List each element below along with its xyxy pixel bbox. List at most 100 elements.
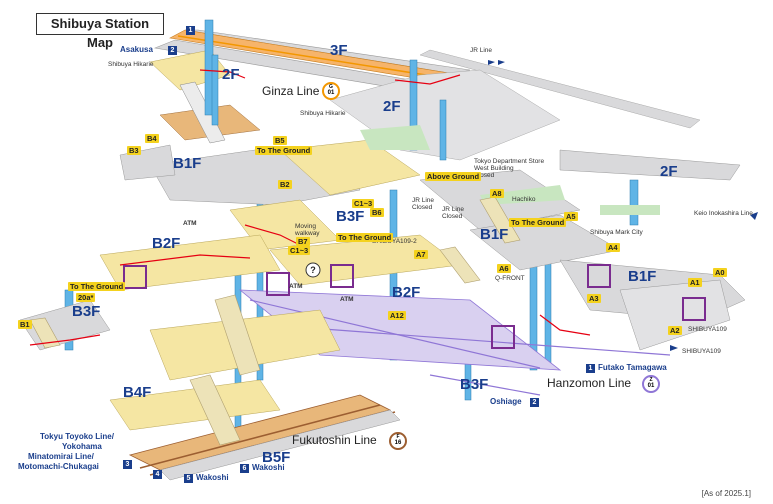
svg-text:?: ? — [310, 265, 316, 275]
hanzomon-line-label: Hanzomon Line — [547, 376, 632, 390]
place-tokyu-dept-1: Tokyo Department Store — [474, 158, 545, 165]
place-shibuya109: SHIBUYA109 — [682, 348, 721, 355]
floor-label-b3f-mid: B3F — [336, 208, 365, 225]
exit-c1-3-left: C1~3 — [288, 246, 311, 255]
hanzomon-code-letter: Z — [649, 377, 653, 383]
place-shibuya109-2: SHIBUYA109-2 — [372, 238, 417, 245]
ginza-track-1-badge: 1 — [186, 26, 195, 35]
atm-1: ATM — [183, 220, 197, 227]
place-jr-closed-2b: Closed — [442, 213, 463, 220]
yokohama-label: Yokohama — [62, 442, 102, 451]
fukutoshin-platform — [128, 394, 401, 481]
floor-label-b2f-mid: B2F — [392, 284, 421, 301]
place-mark-city: Shibuya Mark City — [590, 229, 643, 236]
floor-label-2f-left: 2F — [222, 66, 240, 83]
oshiage-track-badge: 2 — [530, 398, 539, 407]
place-qfront: Q-FRONT — [495, 275, 525, 282]
fukutoshin-code-number: 16 — [394, 440, 402, 446]
exit-a7: A7 — [414, 250, 428, 259]
exit-a4: A4 — [606, 243, 620, 252]
exit-a6: A6 — [497, 264, 511, 273]
wakoshi-6-direction: Wakoshi — [252, 463, 285, 472]
to-ground-2: To The Ground — [68, 282, 126, 291]
asakusa-track-badge: 2 — [168, 46, 177, 55]
hanzomon-line-badge: Z 01 — [642, 375, 660, 393]
elevator-markers — [123, 264, 706, 349]
place-tokyu-dept-3: Closed — [474, 172, 495, 179]
moving-walkway-2: walkway — [295, 230, 320, 237]
place-jr-closed-2a: JR Line — [442, 206, 465, 213]
ginza-platform-3f — [153, 29, 471, 93]
to-ground-3: To The Ground — [336, 233, 394, 242]
floor-label-b1f-mid: B1F — [480, 226, 509, 243]
to-ground-4: To The Ground — [509, 218, 567, 227]
place-jr-closed-1a: JR Line — [412, 197, 435, 204]
above-ground: Above Ground — [425, 172, 482, 181]
hanzomon-code-number: 01 — [647, 383, 655, 389]
ginza-code-number: 01 — [327, 90, 335, 96]
exit-b6: B6 — [370, 208, 384, 217]
futako-track-badge: 1 — [586, 364, 595, 373]
exit-a12: A12 — [388, 311, 406, 320]
exit-a2: A2 — [668, 326, 682, 335]
atm-2: ATM — [289, 283, 303, 290]
fukutoshin-line-badge: F 16 — [389, 432, 407, 450]
place-shibuya-hikarie-mid: Shibuya Hikarie — [300, 110, 346, 117]
minatomirai-label: Minatomirai Line/ — [28, 452, 94, 461]
wakoshi-5-direction: Wakoshi — [196, 473, 229, 482]
moving-walkway-1: Moving — [295, 223, 316, 230]
barrier-free-route — [29, 69, 591, 346]
exit-a3: A3 — [587, 294, 601, 303]
ginza-line-label: Ginza Line — [262, 84, 320, 98]
place-hachiko: Hachiko — [512, 196, 536, 203]
floor-label-b3f-left: B3F — [72, 303, 101, 320]
floor-label-3f: 3F — [330, 42, 348, 59]
exit-a1: A1 — [688, 278, 702, 287]
exit-b4: B4 — [145, 134, 159, 143]
track-4-badge: 4 — [153, 470, 162, 479]
exit-b7: B7 — [296, 237, 310, 246]
place-shibuya-hikarie-left: Shibuya Hikarie — [108, 61, 154, 68]
map-title: Shibuya Station Map — [36, 13, 164, 50]
place-jr-line: JR Line — [470, 47, 493, 54]
motomachi-label: Motomachi-Chukagai — [18, 462, 99, 471]
exit-b5: B5 — [273, 136, 287, 145]
place-keio-line: Keio Inokashira Line — [694, 210, 753, 217]
ginza-code-letter: G — [329, 84, 333, 90]
floor-label-b4f: B4F — [123, 384, 152, 401]
floor-label-2f-mid: 2F — [383, 98, 401, 115]
atm-3: ATM — [340, 296, 354, 303]
asakusa-direction: Asakusa — [120, 45, 153, 54]
wakoshi-6-badge: 6 — [240, 464, 249, 473]
exit-c1-3-right: C1~3 — [352, 199, 375, 208]
wakoshi-5-badge: 5 — [184, 474, 193, 483]
place-tokyu-dept-2: West Building — [474, 165, 514, 172]
exit-a8: A8 — [490, 189, 504, 198]
place-jr-closed-1b: Closed — [412, 204, 433, 211]
fukutoshin-code-letter: F — [396, 434, 400, 440]
floor-label-b2f-left: B2F — [152, 235, 181, 252]
exit-a0: A0 — [713, 268, 727, 277]
to-ground-1: To The Ground — [255, 146, 313, 155]
futako-direction: Futako Tamagawa — [598, 363, 667, 372]
tokyu-line-label: Tokyu Toyoko Line/ — [40, 432, 114, 441]
fukutoshin-line-label: Fukutoshin Line — [292, 433, 377, 447]
exit-b1: B1 — [18, 320, 32, 329]
floor-label-2f-right: 2F — [660, 163, 678, 180]
oshiage-direction: Oshiage — [490, 397, 522, 406]
ginza-line-badge: G 01 — [322, 82, 340, 100]
as-of-date: [As of 2025.1] — [701, 489, 751, 498]
exit-a5: A5 — [564, 212, 578, 221]
floor-label-b1f-right: B1F — [628, 268, 657, 285]
exit-b3: B3 — [127, 146, 141, 155]
exit-b2: B2 — [278, 180, 292, 189]
floor-label-b1f-left: B1F — [173, 155, 202, 172]
place-shibuya109-a2: SHIBUYA109 — [688, 326, 727, 333]
info-icon — [305, 262, 321, 278]
exit-20a: 20a* — [76, 293, 96, 302]
floor-label-b5f: B5F — [262, 449, 291, 466]
track-3-badge: 3 — [123, 460, 132, 469]
floor-label-b3f-bottom: B3F — [460, 376, 489, 393]
